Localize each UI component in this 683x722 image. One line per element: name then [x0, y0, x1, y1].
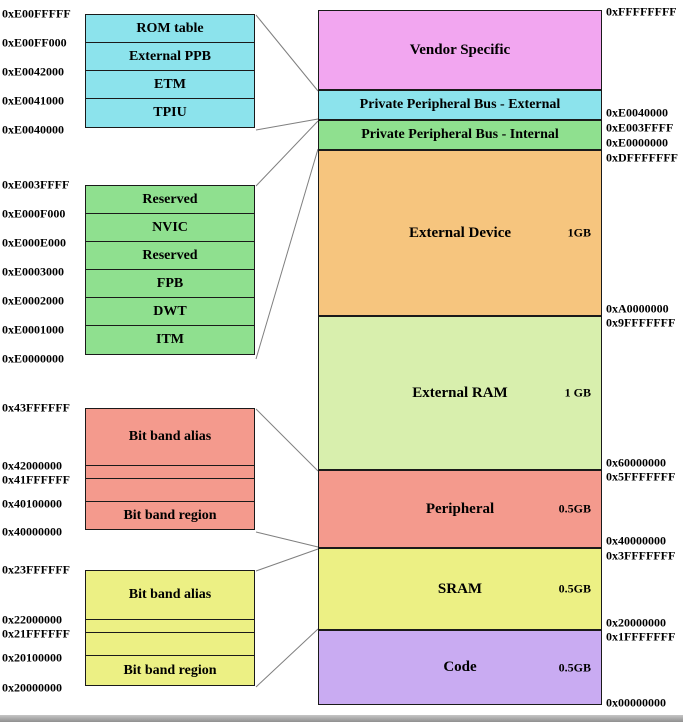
- address-label: 0x41FFFFFF: [2, 472, 70, 487]
- coresight-components-block: ROM table External PPB ETM TPIU: [85, 14, 255, 128]
- address-label: 0x20000000: [2, 680, 62, 695]
- address-label: 0x40000000: [2, 524, 62, 539]
- region-size: 1GB: [567, 225, 591, 240]
- address-label: 0xE0000000: [606, 135, 669, 150]
- connector-line: [255, 531, 319, 548]
- memory-row: DWT: [86, 298, 254, 326]
- connector-line: [255, 118, 319, 131]
- address-label: 0x40100000: [2, 496, 62, 511]
- memory-row: Bit band region: [123, 507, 217, 523]
- region-size: 0.5GB: [558, 501, 591, 516]
- address-label: 0x20100000: [2, 650, 62, 665]
- address-label: 0x43FFFFFF: [2, 400, 70, 415]
- memory-row: [86, 633, 254, 656]
- region-code: Code 0.5GB: [318, 630, 602, 705]
- address-label: 0xE003FFFF: [606, 120, 674, 135]
- region-ppb-external: Private Peripheral Bus - External: [318, 90, 602, 120]
- region-size: 0.5GB: [558, 660, 591, 674]
- memory-row: Reserved: [86, 186, 254, 214]
- address-label: 0xE0040000: [606, 105, 669, 120]
- connector-line: [255, 408, 319, 472]
- address-label: 0xE0003000: [2, 264, 65, 279]
- region-peripheral: Peripheral 0.5GB: [318, 470, 602, 548]
- connector-line: [255, 628, 319, 688]
- address-label: 0xFFFFFFFF: [606, 4, 677, 19]
- region-label: Code: [443, 659, 477, 675]
- address-label: 0xE00FFFFF: [2, 6, 71, 21]
- memory-row: ETM: [86, 71, 254, 99]
- address-label: 0xE003FFFF: [2, 177, 70, 192]
- region-size: 0.5GB: [558, 581, 591, 596]
- address-label: 0xE0040000: [2, 122, 65, 137]
- address-label: 0xE0041000: [2, 93, 65, 108]
- system-control-space-block: Reserved NVIC Reserved FPB DWT ITM: [85, 185, 255, 355]
- address-label: 0x21FFFFFF: [2, 626, 70, 641]
- address-label: 0xE0001000: [2, 322, 65, 337]
- address-label: 0x22000000: [2, 612, 62, 627]
- region-vendor-specific: Vendor Specific: [318, 10, 602, 90]
- sram-bitband-block: Bit band alias Bit band region: [85, 570, 255, 686]
- connector-line: [255, 148, 319, 360]
- connector-line: [255, 120, 319, 187]
- address-label: 0xE0042000: [2, 64, 65, 79]
- region-ppb-internal: Private Peripheral Bus - Internal: [318, 120, 602, 150]
- memory-row: Bit band alias: [86, 571, 254, 620]
- region-label: Peripheral: [425, 500, 495, 517]
- address-label: 0xDFFFFFFF: [606, 150, 678, 165]
- memory-row: Bit band alias: [86, 409, 254, 466]
- memory-row: Reserved: [86, 242, 254, 270]
- address-label: 0xE0000000: [2, 351, 65, 366]
- memory-row: External PPB: [86, 43, 254, 71]
- address-label: 0xE000F000: [2, 206, 66, 221]
- region-sram: SRAM 0.5GB: [318, 548, 602, 630]
- region-label: Private Peripheral Bus - External: [359, 97, 561, 112]
- address-label: 0x60000000: [606, 455, 666, 470]
- region-external-ram: External RAM 1 GB: [318, 316, 602, 470]
- region-label: External Device: [408, 224, 512, 241]
- region-size: 1 GB: [564, 385, 591, 400]
- address-label: 0x23FFFFFF: [2, 562, 70, 577]
- region-external-device: External Device 1GB: [318, 150, 602, 316]
- memory-row: ROM table: [86, 15, 254, 43]
- peripheral-bitband-block: Bit band alias Bit band region: [85, 408, 255, 530]
- memory-row: [86, 479, 254, 502]
- memory-row: [86, 620, 254, 633]
- address-label: 0x20000000: [606, 615, 666, 630]
- address-label: 0x40000000: [606, 533, 666, 548]
- address-label: 0x5FFFFFFF: [606, 469, 676, 484]
- region-label: Private Peripheral Bus - Internal: [361, 127, 559, 142]
- memory-row: Bit band region: [123, 662, 217, 678]
- region-label: External RAM: [412, 384, 508, 401]
- address-label: 0xE000E000: [2, 235, 67, 250]
- memory-row: TPIU: [153, 105, 187, 120]
- address-label: 0x1FFFFFFF: [606, 629, 676, 644]
- address-label: 0x9FFFFFFF: [606, 315, 676, 330]
- memory-row: FPB: [86, 270, 254, 298]
- region-label: Vendor Specific: [409, 41, 511, 58]
- address-label: 0xE0002000: [2, 293, 65, 308]
- address-label: 0xA0000000: [606, 301, 669, 316]
- address-label: 0x3FFFFFFF: [606, 548, 676, 563]
- region-label: SRAM: [437, 580, 483, 597]
- memory-row: NVIC: [86, 214, 254, 242]
- connector-line: [255, 548, 319, 572]
- connector-line: [255, 14, 319, 92]
- address-label: 0x42000000: [2, 458, 62, 473]
- memory-row: [86, 466, 254, 479]
- address-label: 0x00000000: [606, 695, 666, 710]
- address-label: 0xE00FF000: [2, 35, 67, 50]
- memory-row: ITM: [156, 332, 184, 347]
- bottom-edge: [0, 715, 683, 722]
